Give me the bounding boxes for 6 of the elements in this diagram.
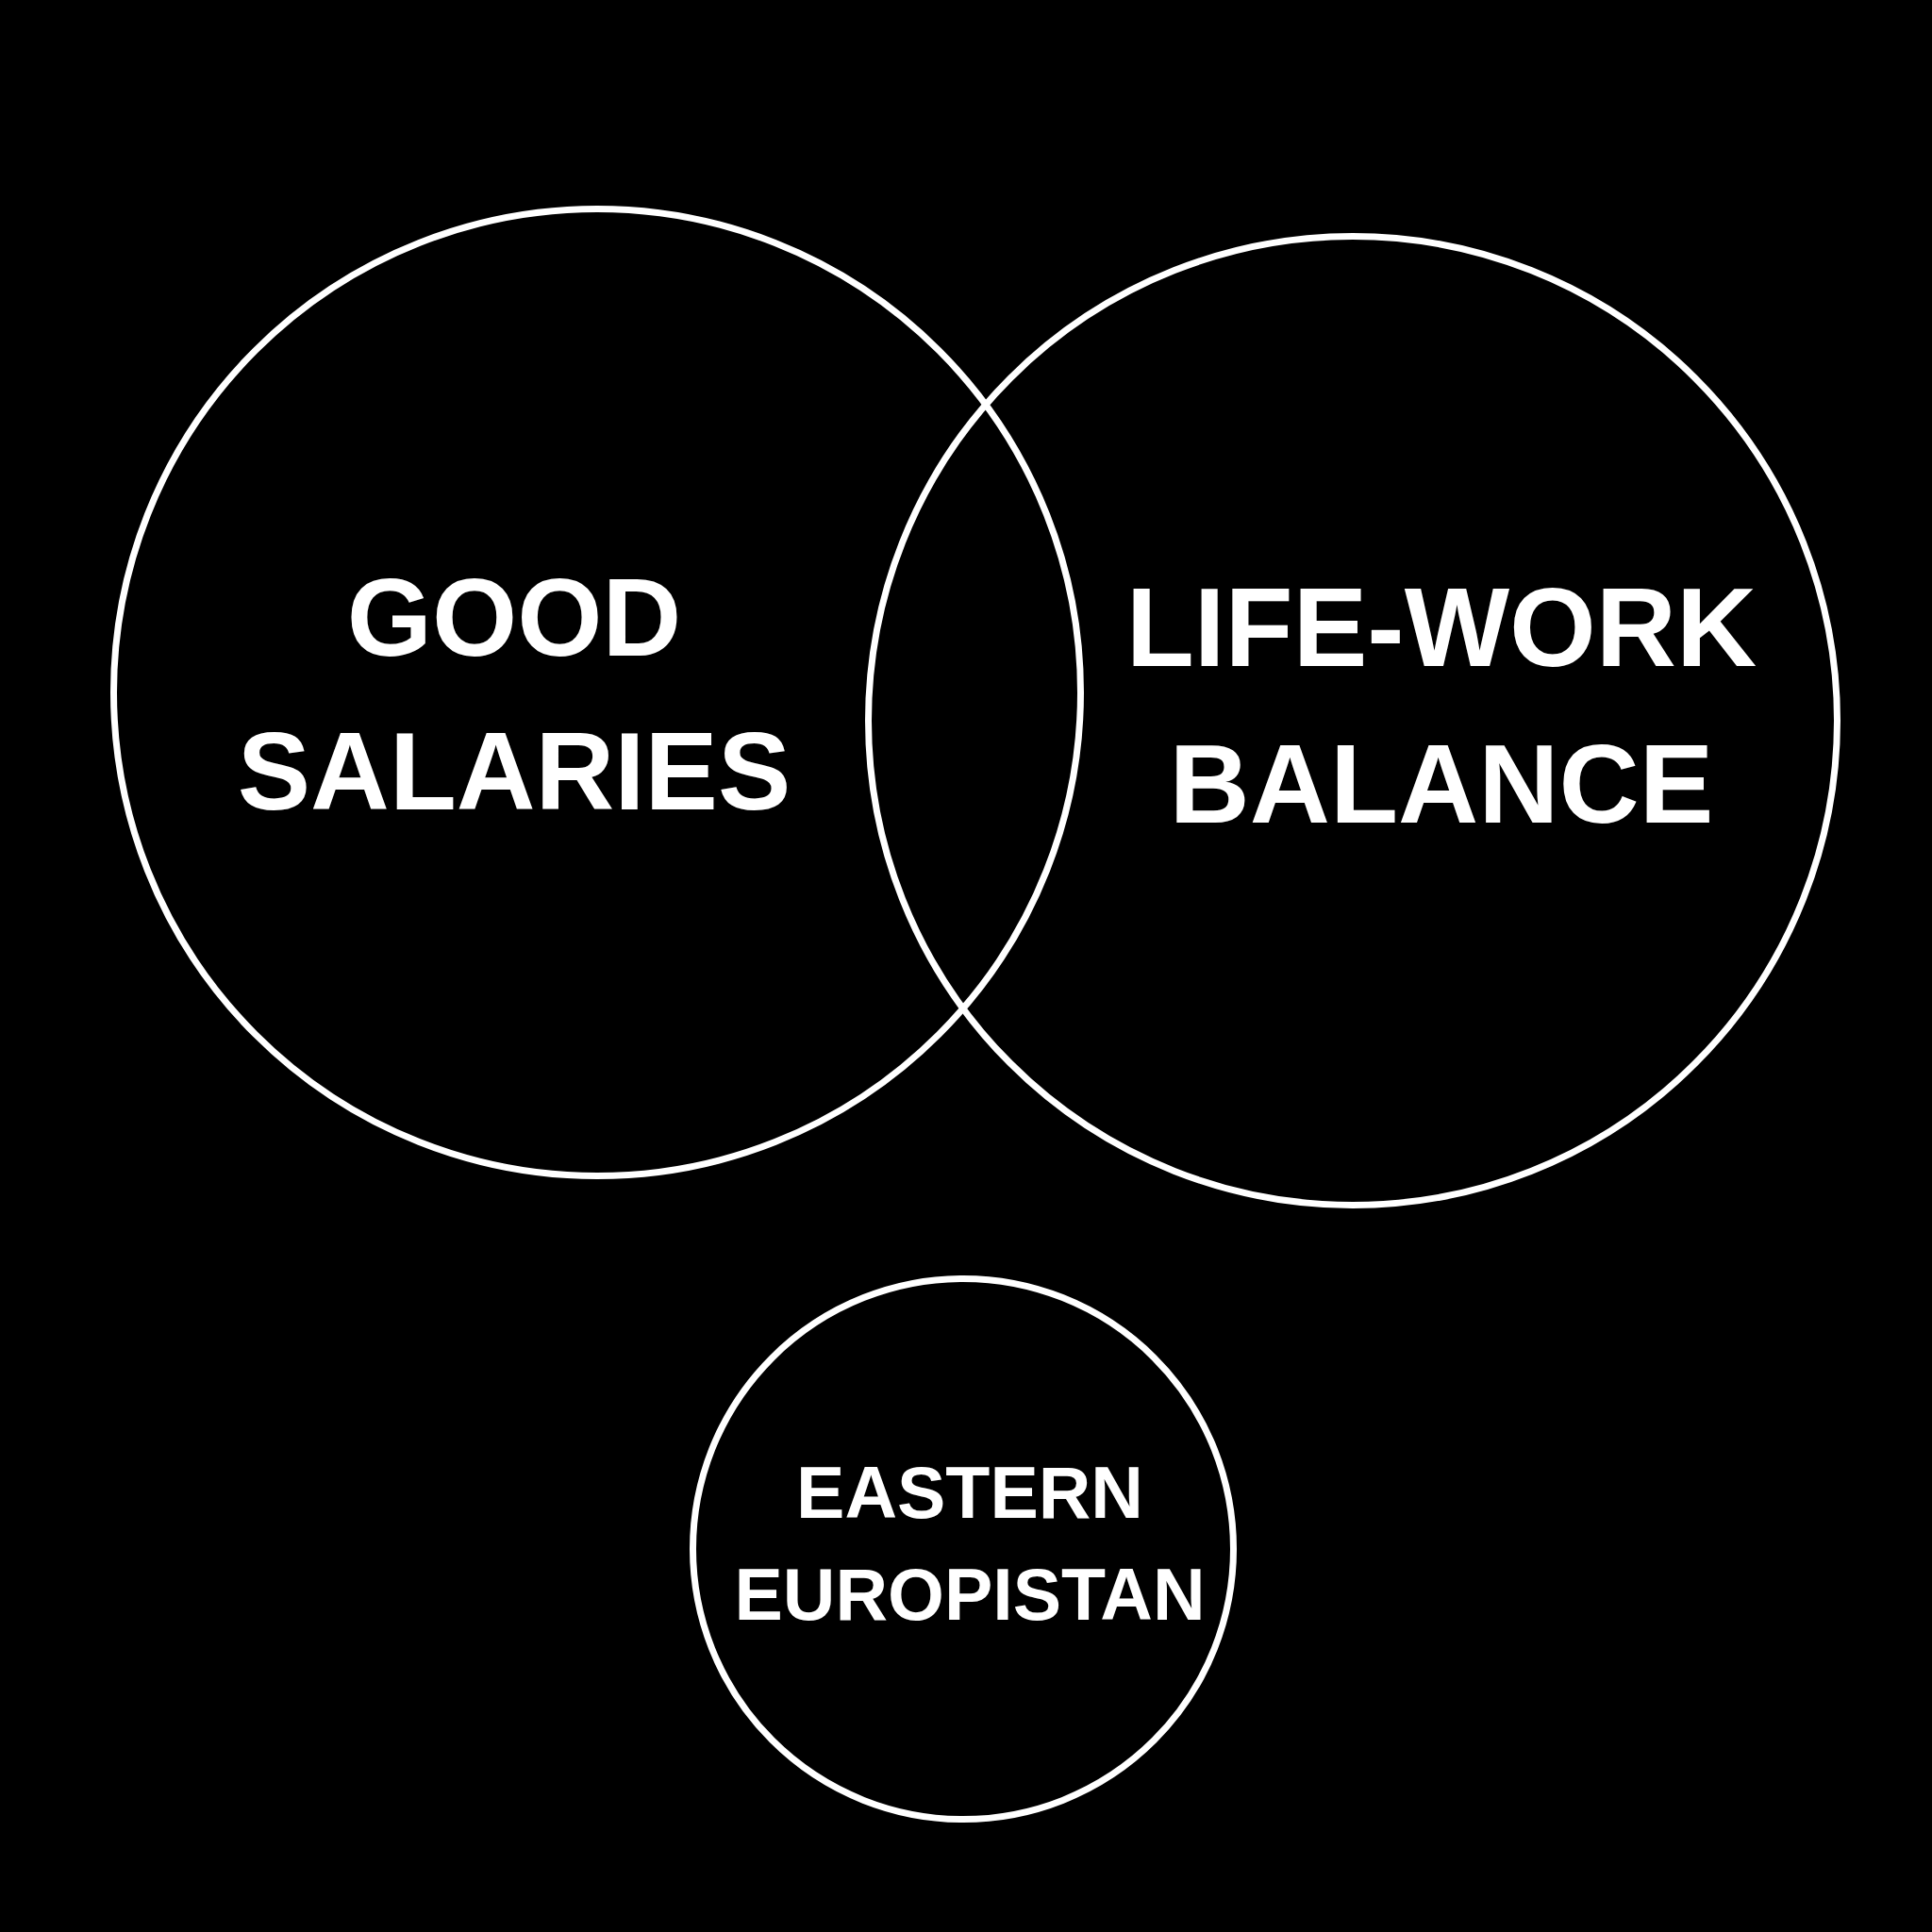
venn-circle <box>110 206 1084 1179</box>
circle-label: GOOD SALARIES <box>236 556 792 835</box>
venn-circle <box>865 233 1840 1208</box>
circle-label: EASTERN EUROPISTAN <box>733 1451 1207 1637</box>
venn-circle <box>690 1275 1237 1823</box>
circle-label: LIFE-WORK BALANCE <box>1124 564 1758 848</box>
